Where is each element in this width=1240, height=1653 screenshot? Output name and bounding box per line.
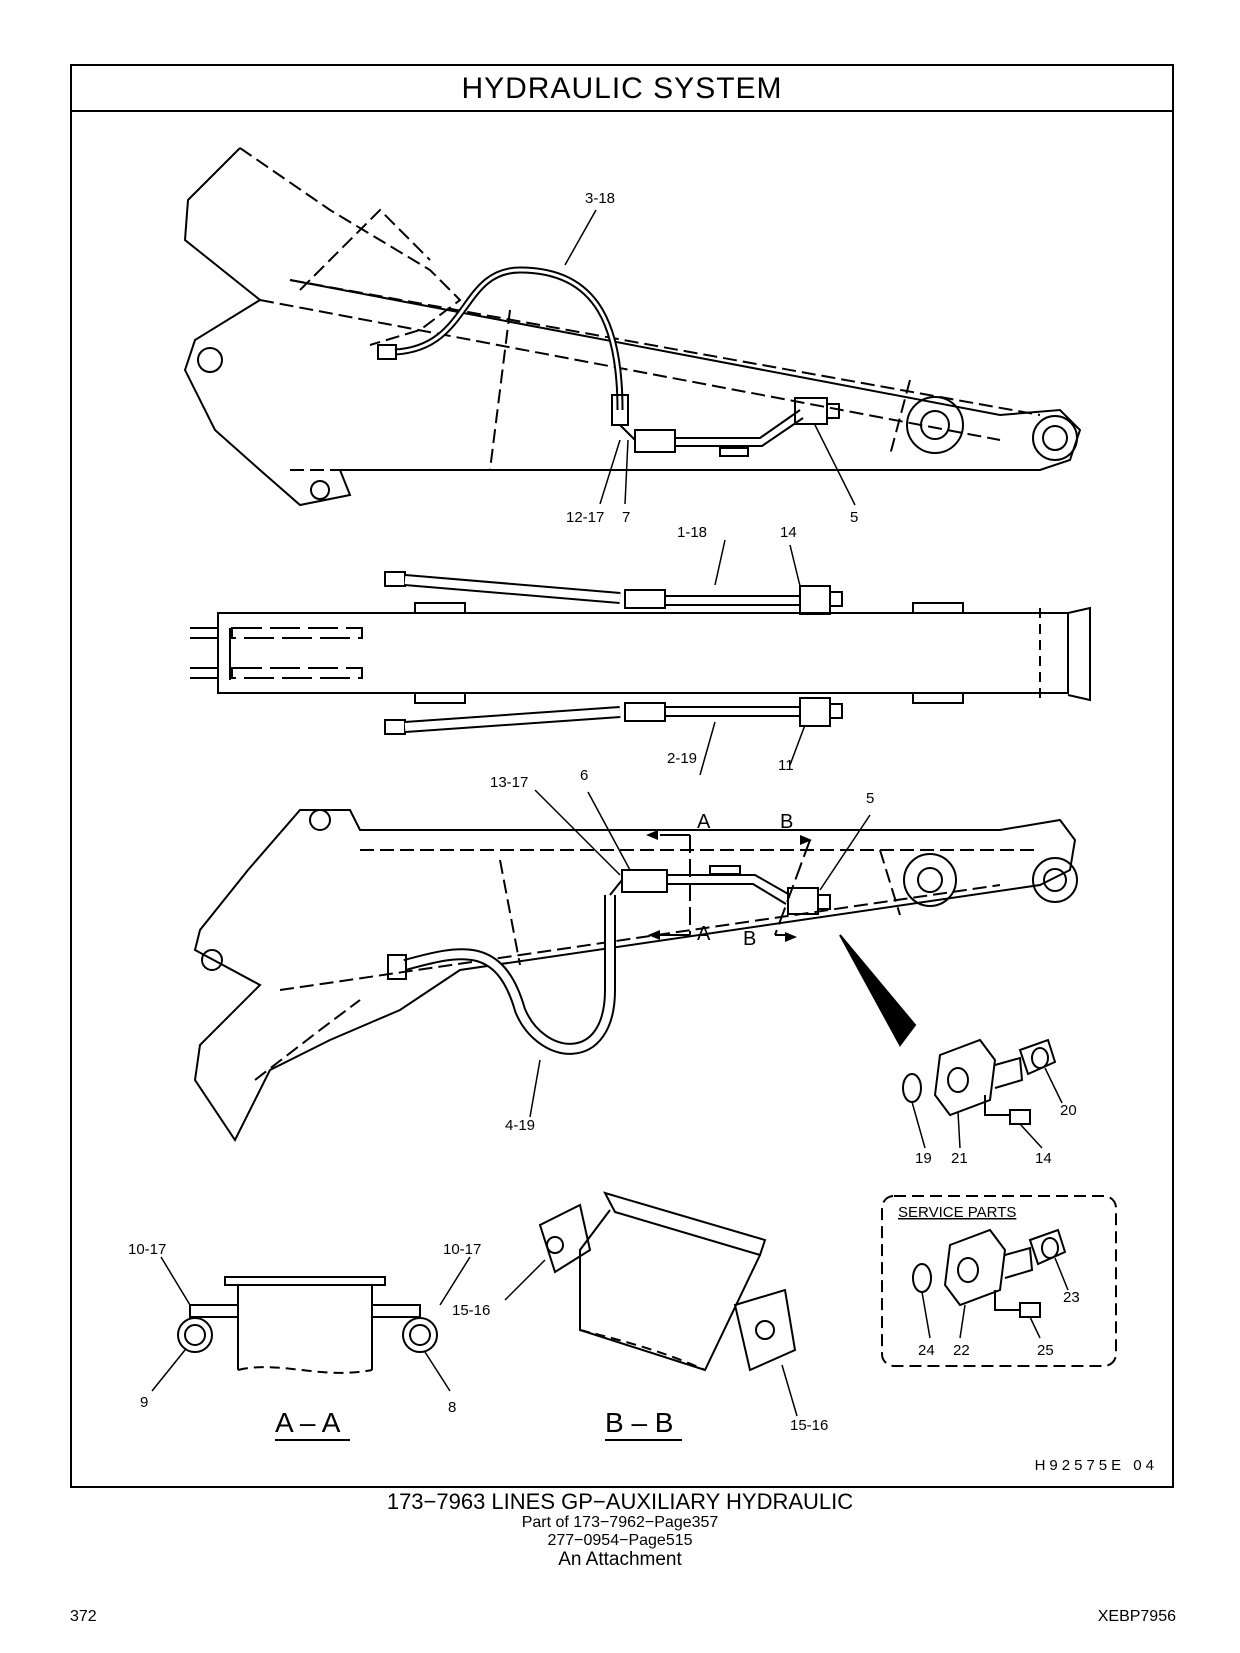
callout-23: 23	[1063, 1289, 1080, 1306]
callout-2-19: 2-19	[667, 750, 697, 767]
callout-1-18: 1-18	[677, 524, 707, 541]
callout-20: 20	[1060, 1102, 1077, 1119]
callout-15-16-bottom: 15-16	[790, 1417, 828, 1434]
section-bb-label: B – B	[605, 1407, 673, 1438]
page-number: 372	[70, 1608, 97, 1625]
callout-21: 21	[951, 1150, 968, 1167]
callout-15-16-top: 15-16	[452, 1302, 490, 1319]
callout-14-detail: 14	[1035, 1150, 1052, 1167]
section-bb-view	[538, 1191, 797, 1372]
callout-10-17-right: 10-17	[443, 1241, 481, 1258]
callout-11: 11	[778, 757, 794, 774]
diagram-title: HYDRAULIC SYSTEM	[72, 66, 1172, 112]
flange-detail	[902, 1038, 1057, 1125]
leader-lines	[151, 209, 1069, 1417]
service-parts-box	[881, 1195, 1117, 1367]
callout-5-lower: 5	[866, 790, 874, 807]
caption-part-of: Part of 173−7962−Page357	[521, 1514, 719, 1531]
section-mark-b-top: B	[780, 811, 793, 833]
callout-25: 25	[1037, 1342, 1054, 1359]
top-boom-view	[183, 147, 1082, 507]
section-mark-a-top: A	[697, 811, 711, 833]
callout-10-17-left: 10-17	[128, 1241, 166, 1258]
callout-24: 24	[918, 1342, 935, 1359]
callout-14-mid: 14	[780, 524, 797, 541]
caption-main: 173−7963 LINES GP−AUXILIARY HYDRAULIC	[386, 1489, 854, 1514]
figure-caption: 173−7963 LINES GP−AUXILIARY HYDRAULIC Pa…	[0, 1490, 1240, 1570]
callout-4-19: 4-19	[505, 1117, 535, 1134]
diagram-frame: HYDRAULIC SYSTEM H92575E 04	[70, 64, 1174, 1488]
caption-page-ref: 277−0954−Page515	[547, 1532, 693, 1549]
section-mark-b-bottom: B	[743, 928, 756, 950]
callout-8: 8	[448, 1399, 456, 1416]
section-b-arrow-top	[800, 835, 812, 845]
callout-7: 7	[622, 509, 630, 526]
callout-13-17: 13-17	[490, 774, 528, 791]
callout-5-top: 5	[850, 509, 858, 526]
section-aa-view	[177, 1276, 438, 1374]
document-id: XEBP7956	[1097, 1608, 1176, 1625]
callout-3-18: 3-18	[585, 190, 615, 207]
section-mark-a-bottom: A	[697, 923, 711, 945]
section-a-arrow-bottom	[648, 930, 660, 940]
callout-9: 9	[140, 1394, 148, 1411]
callout-12-17: 12-17	[566, 509, 604, 526]
caption-attachment: An Attachment	[558, 1549, 682, 1570]
callout-6: 6	[580, 767, 588, 784]
service-parts-label: SERVICE PARTS	[898, 1204, 1016, 1221]
middle-boom-plan-view	[190, 571, 1091, 735]
section-b-arrow-bottom	[785, 932, 797, 942]
lower-boom-view	[193, 809, 1078, 1142]
callout-22: 22	[953, 1342, 970, 1359]
section-aa-label: A – A	[275, 1407, 341, 1438]
callout-19: 19	[915, 1150, 932, 1167]
drawing-code: H92575E 04	[1034, 1457, 1158, 1474]
section-a-arrow-top	[646, 830, 658, 840]
